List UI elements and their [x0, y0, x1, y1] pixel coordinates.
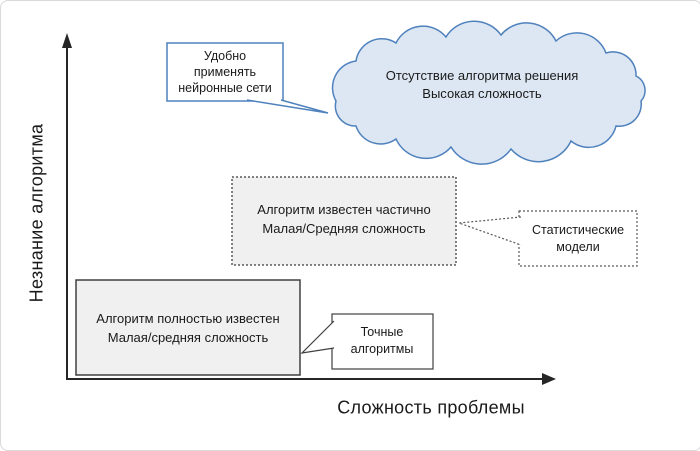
exact-callout-tail — [300, 320, 335, 354]
neural-callout-tail — [246, 99, 329, 114]
stat-callout-tail — [458, 216, 522, 246]
neural-callout-box — [166, 42, 284, 102]
y-axis-arrow-icon — [62, 33, 72, 48]
stat-callout-box — [518, 210, 638, 267]
x-axis-arrow-icon — [542, 373, 556, 385]
cloud-shape — [331, 20, 646, 165]
partial-box — [231, 176, 457, 266]
known-box — [75, 279, 301, 376]
exact-callout-box — [331, 313, 434, 370]
